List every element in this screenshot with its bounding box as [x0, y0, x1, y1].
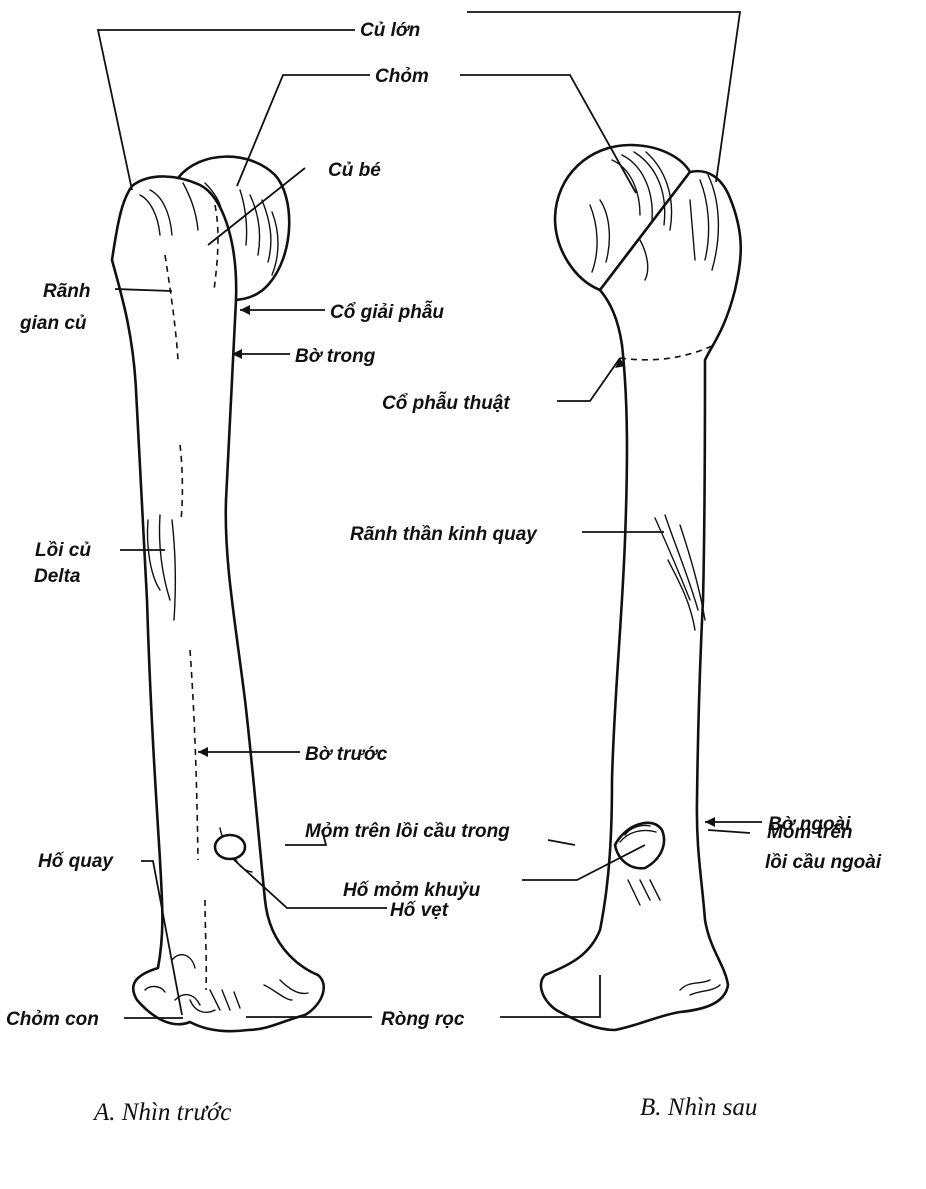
label-intertubercular-groove-line1: Rãnh — [43, 281, 91, 302]
label-coronoid-fossa: Hố vẹt — [390, 900, 449, 921]
label-head: Chỏm — [375, 66, 429, 87]
coronoid-fossa — [215, 835, 245, 859]
label-trochlea: Ròng rọc — [381, 1009, 465, 1030]
caption-posterior-view: B. Nhìn sau — [640, 1094, 757, 1121]
label-anatomical-neck: Cổ giải phẫu — [330, 301, 444, 323]
label-olecranon-fossa: Hố mỏm khuỷu — [343, 880, 481, 901]
label-radial-groove: Rãnh thần kinh quay — [350, 524, 538, 545]
label-anterior-border: Bờ trước — [305, 744, 388, 765]
label-deltoid-tuberosity-line2: Delta — [34, 566, 81, 587]
label-lateral-epicondyle-line2: lồi cầu ngoài — [765, 852, 882, 873]
humerus-shaft-anterior — [112, 176, 324, 1031]
label-medial-border: Bờ trong — [295, 346, 376, 367]
label-lesser-tubercle: Củ bé — [328, 160, 381, 181]
label-deltoid-tuberosity-line1: Lồi củ — [35, 540, 91, 561]
label-medial-epicondyle: Mỏm trên lồi cầu trong — [305, 821, 510, 842]
labels: Củ lớn Chỏm Củ bé Rãnh gian củ Cổ giải p… — [6, 20, 882, 1030]
humerus-anterior-view — [112, 157, 324, 1032]
label-lateral-epicondyle-line1: Mỏm trên — [767, 822, 853, 843]
label-greater-tubercle: Củ lớn — [360, 20, 420, 41]
label-surgical-neck: Cổ phẫu thuật — [382, 392, 510, 414]
humerus-posterior-view — [541, 145, 741, 1030]
humerus-shaft-posterior — [541, 171, 741, 1030]
label-capitulum: Chỏm con — [6, 1009, 99, 1030]
caption-anterior-view: A. Nhìn trước — [92, 1099, 231, 1126]
label-intertubercular-groove-line2: gian củ — [19, 313, 87, 334]
label-radial-fossa: Hố quay — [38, 851, 114, 872]
